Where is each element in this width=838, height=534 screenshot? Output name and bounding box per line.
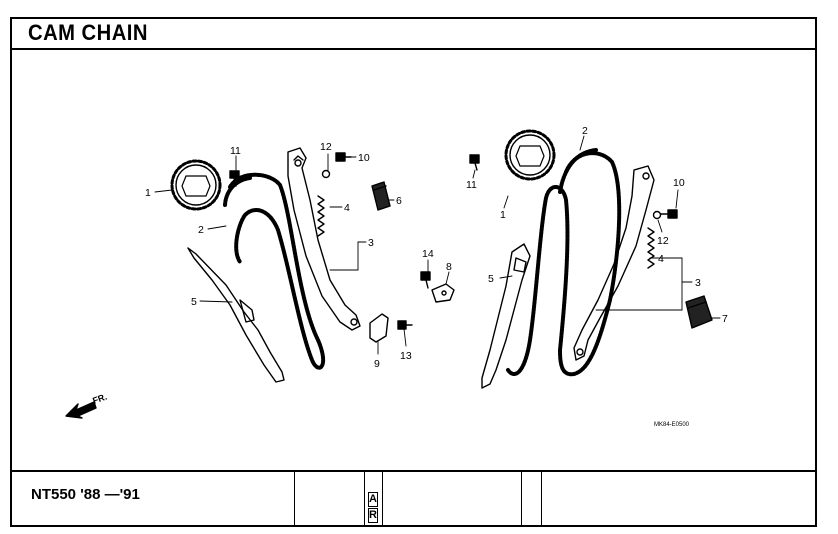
footer-divider xyxy=(294,472,295,525)
bolt-10-right xyxy=(660,209,678,219)
bolt-13 xyxy=(397,320,413,330)
section-mark-letter: A xyxy=(368,492,378,507)
bolt-14 xyxy=(420,271,431,289)
page-frame: CAM CHAIN NT550 '88 —'91 A R xyxy=(10,17,817,527)
callout-5-left: 5 xyxy=(191,296,197,308)
cam-chain-right xyxy=(506,151,622,377)
callout-4-left: 4 xyxy=(344,202,350,214)
callout-1-left: 1 xyxy=(145,187,151,199)
image-code: MK84-E0500 xyxy=(654,422,690,428)
washer-12-right xyxy=(652,210,662,220)
callout-2-left: 2 xyxy=(198,224,204,236)
damper-7 xyxy=(685,295,713,329)
callout-8: 8 xyxy=(446,261,452,273)
bolt-11-left xyxy=(229,170,240,187)
callout-2-right: 2 xyxy=(582,125,588,137)
footer: NT550 '88 —'91 A R xyxy=(12,470,815,525)
callout-6: 6 xyxy=(396,195,402,207)
cam-chain-left xyxy=(228,172,325,370)
callout-10-right: 10 xyxy=(673,177,685,189)
section-mark: A R xyxy=(368,492,378,524)
cam-sprocket-right xyxy=(504,129,556,181)
page-title: CAM CHAIN xyxy=(28,20,148,45)
callout-1-right: 1 xyxy=(500,209,506,221)
callout-5-right: 5 xyxy=(488,273,494,285)
tensioner-arm-right xyxy=(573,165,655,361)
section-mark-letter: R xyxy=(368,508,378,523)
callout-12-right: 12 xyxy=(657,235,669,247)
chain-guide-left xyxy=(187,247,285,383)
footer-divider xyxy=(541,472,542,525)
tensioner-spring-left xyxy=(317,195,325,237)
tensioner-spring-right xyxy=(647,227,655,269)
direction-arrow-icon xyxy=(65,401,97,419)
chain-guide-right xyxy=(481,243,531,389)
callout-7: 7 xyxy=(722,313,728,325)
callout-11-left: 11 xyxy=(230,145,241,157)
plate-9 xyxy=(369,313,389,343)
callout-9: 9 xyxy=(374,358,380,370)
model-label: NT550 '88 —'91 xyxy=(31,486,140,503)
callout-3-left: 3 xyxy=(368,237,374,249)
callout-12-left: 12 xyxy=(320,141,332,153)
direction-label: FR. xyxy=(91,392,108,406)
callout-14: 14 xyxy=(422,248,434,260)
callout-10-left: 10 xyxy=(358,152,370,164)
footer-divider xyxy=(382,472,383,525)
callouts-left: 1 2 11 12 10 6 4 3 5 14 8 9 13 xyxy=(145,141,452,370)
washer-12-left xyxy=(321,169,331,179)
title-bar: CAM CHAIN xyxy=(12,19,815,50)
cam-sprocket-left xyxy=(170,159,222,211)
callout-11-right: 11 xyxy=(466,179,477,191)
callout-3-right: 3 xyxy=(695,277,701,289)
damper-6 xyxy=(371,181,391,211)
callout-4-right: 4 xyxy=(658,253,664,265)
bracket-8 xyxy=(431,283,455,303)
footer-divider xyxy=(364,472,365,525)
callout-13: 13 xyxy=(400,350,412,362)
footer-divider xyxy=(521,472,522,525)
tensioner-arm-left xyxy=(287,147,361,331)
callouts-right: 2 11 1 10 12 5 4 3 7 xyxy=(466,125,728,325)
bolt-11-right xyxy=(469,154,480,171)
